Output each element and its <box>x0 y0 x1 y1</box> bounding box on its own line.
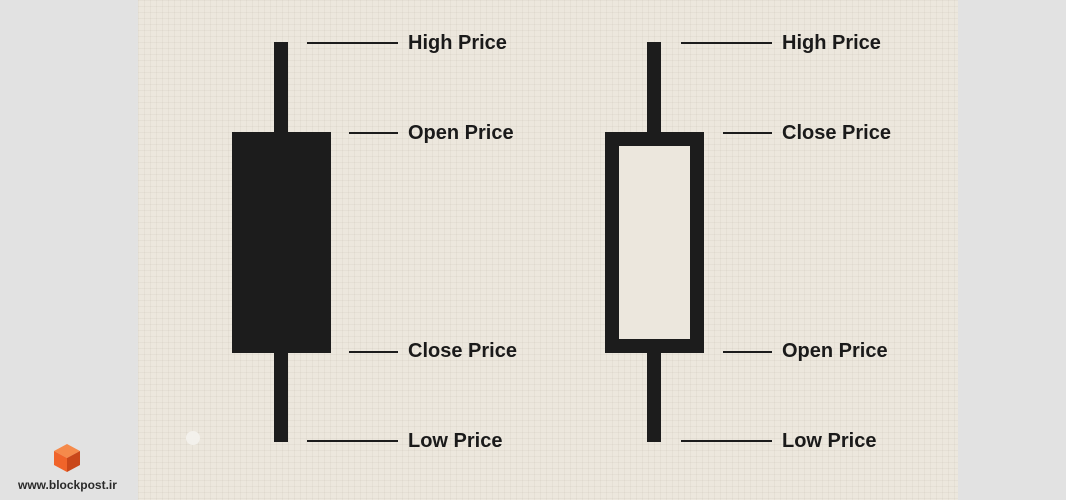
bearish-high-leader <box>307 42 398 44</box>
bullish-open-leader <box>723 351 772 353</box>
blockpost-watermark: www.blockpost.ir <box>18 442 138 496</box>
cube-logo-icon <box>54 444 80 472</box>
bullish-open-label: Open Price <box>782 340 888 362</box>
bullish-high-leader <box>681 42 772 44</box>
bullish-low-leader <box>681 440 772 442</box>
decorative-dot <box>186 431 200 445</box>
bearish-low-leader <box>307 440 398 442</box>
bearish-close-label: Close Price <box>408 340 517 362</box>
bullish-low-label: Low Price <box>782 430 877 452</box>
bullish-lower-wick <box>647 351 661 442</box>
bullish-close-label: Close Price <box>782 122 891 144</box>
bullish-upper-wick <box>647 42 661 134</box>
watermark-url: www.blockpost.ir <box>18 478 117 492</box>
bullish-body <box>605 132 704 353</box>
bearish-upper-wick <box>274 42 288 134</box>
bearish-lower-wick <box>274 351 288 442</box>
bearish-close-leader <box>349 351 398 353</box>
bearish-high-label: High Price <box>408 32 507 54</box>
bearish-open-leader <box>349 132 398 134</box>
bullish-high-label: High Price <box>782 32 881 54</box>
bullish-close-leader <box>723 132 772 134</box>
bearish-low-label: Low Price <box>408 430 503 452</box>
bearish-open-label: Open Price <box>408 122 514 144</box>
bearish-body <box>232 132 331 353</box>
